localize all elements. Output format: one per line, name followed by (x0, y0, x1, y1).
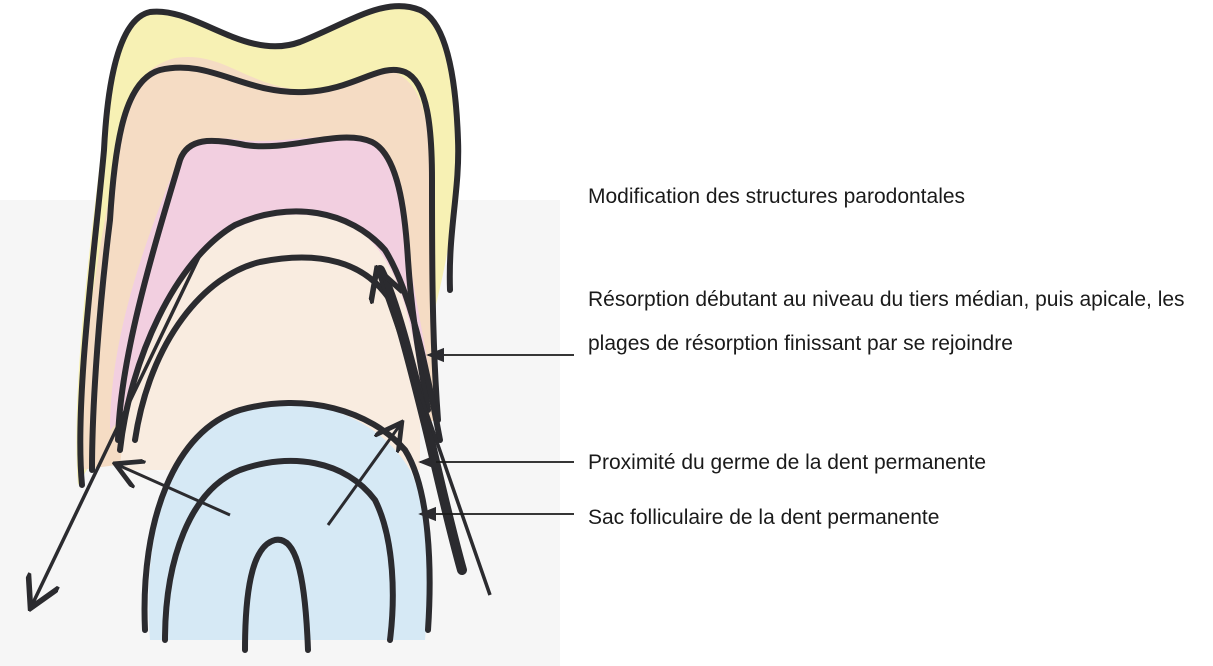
label-resorption: Résorption débutant au niveau du tiers m… (588, 278, 1208, 366)
label-sac-folliculaire: Sac folliculaire de la dent permanente (588, 496, 939, 540)
label-proximite-germe: Proximité du germe de la dent permanente (588, 441, 986, 485)
label-modification-structures: Modification des structures parodontales (588, 175, 965, 219)
